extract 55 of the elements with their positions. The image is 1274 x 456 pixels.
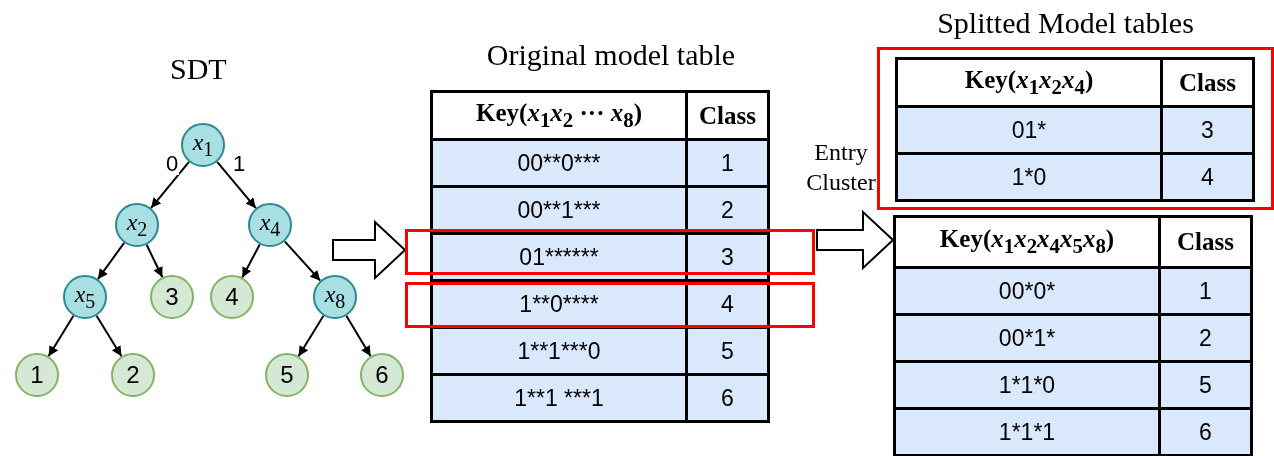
tree-title: SDT [170,52,227,86]
tree-node: 5 [265,353,309,397]
tree-node: 3 [150,275,194,319]
tree-node: x$_{8}$ [313,275,357,319]
arrow [150,160,190,210]
table [893,215,1255,456]
table-cell: 00**0*** [431,139,687,187]
table-cell: 6 [1159,408,1252,456]
header-cell: Key(x$_{1}$x$_{2}$x$_{4}$) [896,58,1162,107]
table-cell: 01****** [431,233,687,281]
table-title: Original model table [485,38,737,72]
table-cell: 5 [686,327,769,375]
arrow [216,160,257,210]
tree-node: 1 [15,353,59,397]
block-arrow [816,209,895,271]
arrow [283,240,322,282]
tree-node: x$_{1}$ [181,123,225,167]
table-cell: 3 [1161,106,1254,154]
header-cell: Class [1161,58,1254,107]
arrow [241,243,261,279]
table-cell: 1*1*0 [894,361,1160,409]
tree-node: x$_{4}$ [248,203,292,247]
table-title: Splitted Model tables [936,6,1195,40]
arrow [96,241,126,281]
tree-node: 6 [360,353,404,397]
table-cell: 1 [686,139,769,187]
table-cell: 1**1 ***1 [431,374,687,422]
arrow [297,314,325,358]
arrow [47,314,75,358]
table-cell: 00*0* [894,267,1160,315]
table-cell: 2 [1159,314,1252,362]
arrow [145,243,164,279]
tree-node: 2 [111,353,155,397]
edge-label: 0 [165,153,180,175]
block-arrow [332,219,407,281]
table-cell: 01* [896,106,1162,154]
table-cell: 1*0 [896,153,1162,201]
header-cell: Key(x$_{1}$x$_{2}$ ··· x$_{8}$) [431,91,687,140]
tree-node: x$_{5}$ [63,275,107,319]
header-cell: Class [686,91,769,140]
table-cell: 1*1*1 [894,408,1160,456]
table-cell: 00*1* [894,314,1160,362]
header-cell: Class [1159,216,1252,268]
table-cell: 1**1***0 [431,327,687,375]
tree-node: x$_{2}$ [115,203,159,247]
table-cell: 4 [1161,153,1254,201]
table-cell: 00**1*** [431,186,687,234]
arrow [95,314,123,358]
table-cell: 6 [686,374,769,422]
table-cell: 5 [1159,361,1252,409]
table-cell: 1 [1159,267,1252,315]
edge-label: Entry Cluster [805,138,877,197]
header-cell: Key(x$_{1}$x$_{2}$x$_{4}$x$_{5}$x$_{8}$) [894,216,1160,268]
arrow [345,314,372,358]
tree-node: 4 [210,275,254,319]
